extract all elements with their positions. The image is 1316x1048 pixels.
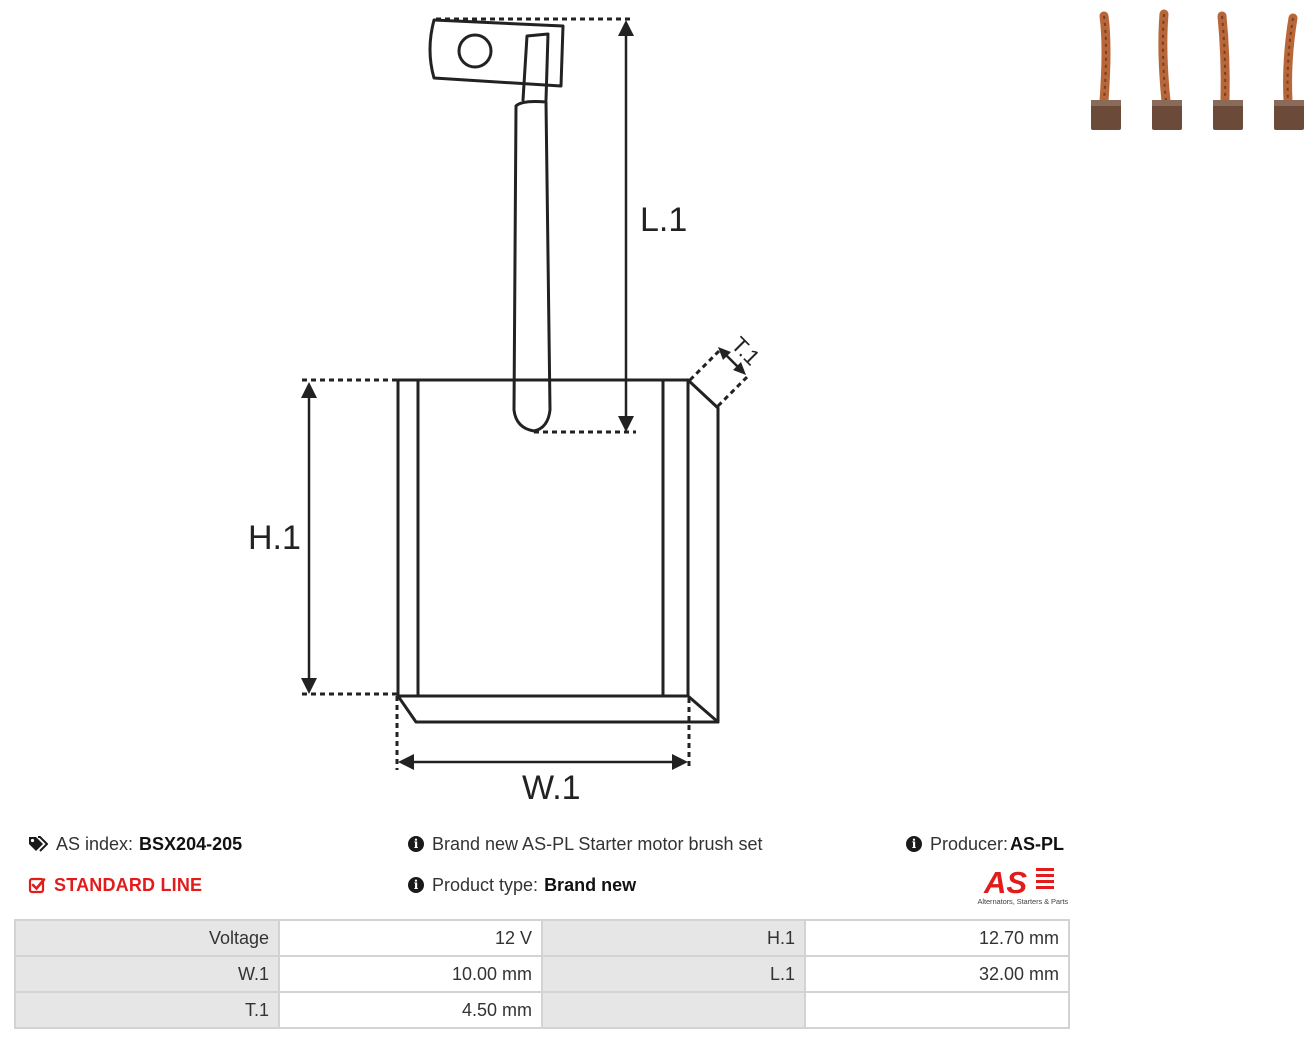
label-h1: H.1 [248,519,301,557]
tags-icon [29,836,48,852]
shunt-wire-sleeve [512,100,552,433]
table-row: T.1 4.50 mm [14,991,1070,1029]
brush-dimension-diagram: L.1 H.1 W.1 T.1 [248,17,765,807]
info-circle-icon: i [408,877,424,893]
spec-value: 12.70 mm [804,919,1070,957]
spec-key [541,991,806,1029]
line-row: STANDARD LINE [28,874,202,896]
brush-block-bottom [396,694,720,724]
spec-value [804,991,1070,1029]
spec-value: 4.50 mm [278,991,543,1029]
table-row: W.1 10.00 mm L.1 32.00 mm [14,955,1070,993]
description-row: i Brand new AS-PL Starter motor brush se… [408,833,763,855]
brush-block-side [686,378,720,724]
spec-key: T.1 [14,991,280,1029]
description-text: Brand new AS-PL Starter motor brush set [432,834,763,854]
as-pl-logo: AS Alternators, Starters & Parts [962,864,1069,908]
info-circle-icon: i [906,836,922,852]
standard-line-label: STANDARD LINE [54,875,203,895]
producer-label: Producer: [930,834,1009,854]
terminal-lug [428,18,565,88]
terminal-hole [457,33,493,69]
spec-key: L.1 [541,955,806,993]
label-w1: W.1 [522,769,581,807]
as-logo-mark: AS [983,865,1054,900]
producer-row: i Producer: AS-PL [906,833,1064,855]
product-type-label: Product type: [432,875,539,895]
product-photo[interactable] [1088,6,1312,134]
logo-tagline: Alternators, Starters & Parts [977,897,1069,906]
producer-value: AS-PL [1010,834,1065,854]
shunt-wire [521,32,550,102]
spec-key: Voltage [14,919,280,957]
spec-value: 32.00 mm [804,955,1070,993]
table-row: Voltage 12 V H.1 12.70 mm [14,919,1070,957]
check-square-icon [28,877,46,894]
svg-text:AS: AS [983,865,1027,898]
spec-value: 12 V [278,919,543,957]
label-t1: T.1 [726,332,764,370]
spec-value: 10.00 mm [278,955,543,993]
label-l1: L.1 [640,201,687,239]
as-index-row: AS index: BSX204-205 [28,833,242,855]
as-index-label: AS index: [56,834,134,854]
spec-key: W.1 [14,955,280,993]
as-index-value: BSX204-205 [139,834,243,854]
specs-table: Voltage 12 V H.1 12.70 mm W.1 10.00 mm L… [14,919,1070,1029]
info-circle-icon: i [408,836,424,852]
product-type-value: Brand new [544,875,637,895]
product-type-row: i Product type: Brand new [408,874,636,896]
spec-key: H.1 [541,919,806,957]
